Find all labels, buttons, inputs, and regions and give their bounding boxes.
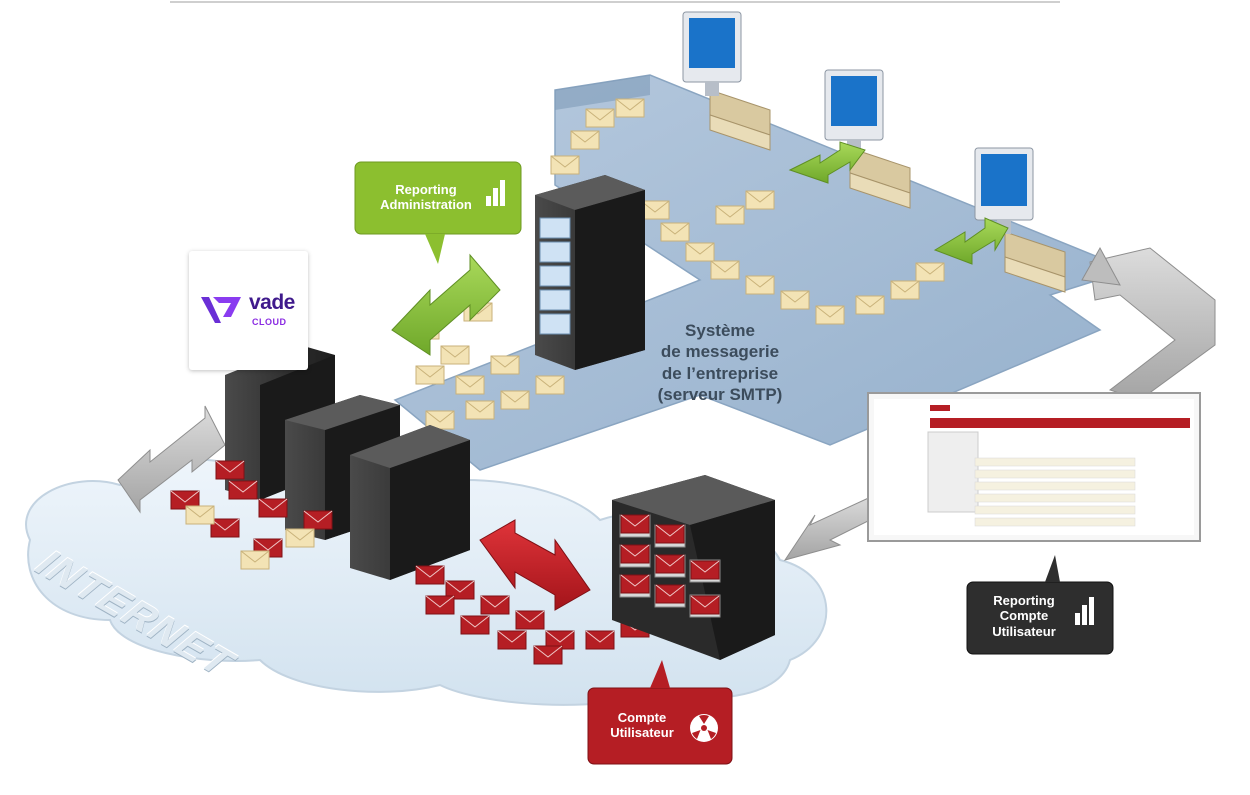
reporting-screen [867, 392, 1201, 542]
callout-compte-utilisateur [587, 660, 733, 765]
smtp-label-line3: de l’entreprise [661, 363, 779, 383]
reporting-user-line1: Reporting [993, 593, 1055, 608]
smtp-label-line2: de messagerie [660, 342, 780, 362]
bar-chart-icon [486, 180, 505, 206]
reporting-admin-line1: Reporting [395, 182, 457, 197]
green-arrow-ws3 [933, 217, 1009, 265]
smtp-server [535, 175, 645, 370]
server-rack-icon [539, 217, 571, 335]
smtp-label-line1: Système [685, 321, 755, 340]
workstation-1 [682, 11, 771, 151]
callout-reporting-user [966, 555, 1114, 655]
smtp-label-line4: (serveur SMTP) [657, 384, 783, 404]
reporting-user-text: Reporting Compte Utilisateur [978, 593, 1070, 639]
compte-user-line1: Compte [617, 710, 667, 725]
compte-user-line2: Utilisateur [610, 725, 674, 741]
reporting-user-line3: Utilisateur [992, 623, 1056, 639]
compte-user-text: Compte Utilisateur [598, 710, 686, 741]
bar-chart-icon [1075, 597, 1094, 625]
vade-logo-sub: CLOUD [252, 317, 287, 327]
green-arrow-filter-smtp [391, 253, 501, 356]
workstation-3 [974, 147, 1066, 293]
vade-filter-servers [225, 345, 470, 580]
green-arrow-ws2 [788, 141, 866, 184]
reporting-user-line2: Compte [999, 608, 1049, 624]
smtp-system-label: Système de messagerie de l’entreprise (s… [625, 320, 815, 405]
quarantine-repository [612, 475, 775, 660]
reporting-admin-text: Reporting Administration [372, 182, 480, 213]
red-quarantine-arrow [479, 519, 591, 611]
vade-logo-icon [201, 297, 241, 323]
reporting-admin-line2: Administration [380, 197, 472, 213]
vade-cloud-logo: vade CLOUD [189, 251, 308, 370]
grey-return-arrow [1081, 246, 1216, 401]
callout-reporting-administration [354, 161, 522, 264]
vade-logo-word: vade [249, 291, 295, 314]
grey-report-arrow [783, 494, 881, 561]
radiation-icon [690, 714, 718, 742]
